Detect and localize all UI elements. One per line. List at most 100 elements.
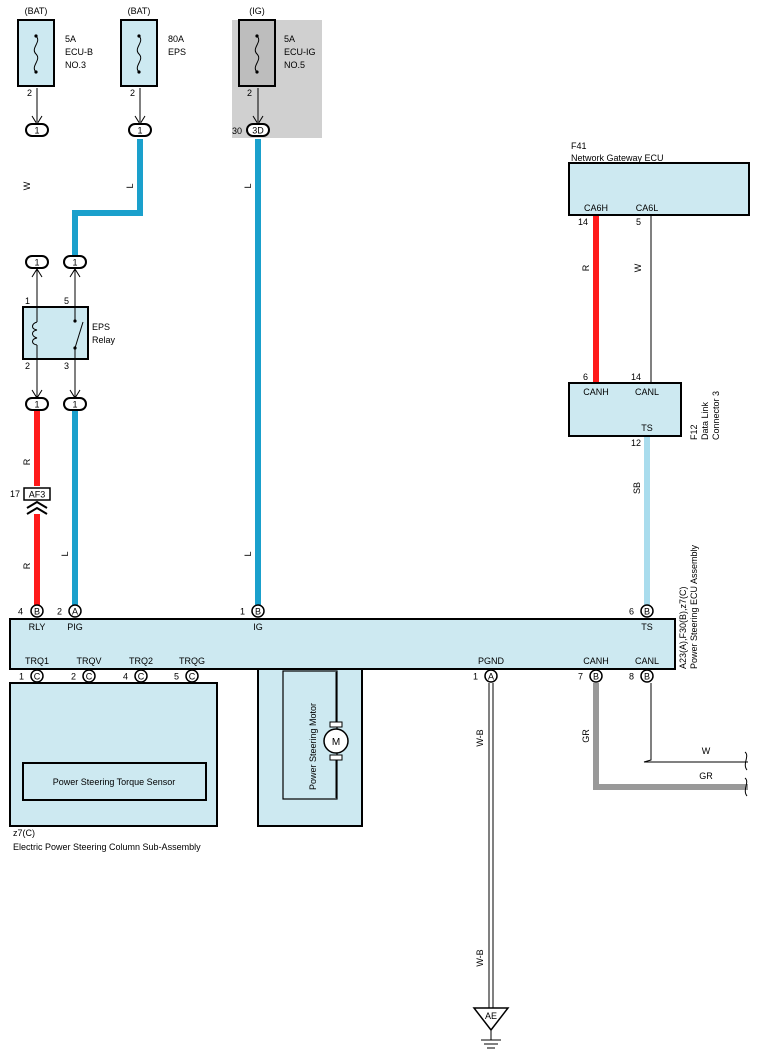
fuse3-name2: NO.5 — [284, 60, 305, 70]
wire-label-gr-out: GR — [699, 771, 713, 781]
wire-label-gr-1: GR — [581, 729, 591, 743]
svg-text:TRQG: TRQG — [179, 656, 205, 666]
wire-label-sb: SB — [632, 482, 642, 494]
dlc3-box — [568, 382, 682, 437]
svg-text:1: 1 — [473, 672, 478, 682]
dlc3-ts: TS — [641, 423, 653, 433]
fuse1-rating: 5A — [65, 34, 76, 44]
connector-af3-pin: 17 — [10, 489, 20, 499]
dlc3-pin-12: 12 — [631, 438, 641, 448]
dlc3-canh: CANH — [583, 387, 609, 397]
svg-text:TRQ1: TRQ1 — [25, 656, 49, 666]
svg-text:PIG: PIG — [67, 622, 83, 632]
relay-terminal-bottom-left: 1 — [25, 389, 49, 411]
break-mark-w — [744, 751, 748, 771]
relay-pin-2: 2 — [25, 361, 30, 371]
wire-label-l-3: L — [60, 551, 70, 556]
svg-text:1: 1 — [34, 400, 39, 410]
wire-label-wb-1: W-B — [475, 729, 485, 746]
svg-text:1: 1 — [34, 258, 39, 268]
ecu-pin-canl: CANL B 8 — [629, 656, 659, 683]
svg-text:2: 2 — [71, 672, 76, 682]
ecu-pin-ig: B 1 IG — [240, 604, 265, 632]
svg-text:B: B — [644, 672, 650, 682]
wire-label-w-1: W — [22, 181, 32, 190]
wire-label-r-3: R — [581, 264, 591, 271]
svg-text:AF3: AF3 — [29, 490, 46, 500]
ecu-ids: A23(A),F30(B),z7(C) — [678, 586, 688, 669]
svg-text:4: 4 — [123, 672, 128, 682]
relay-name: EPS — [92, 322, 110, 332]
dlc3-id: F12 — [689, 424, 699, 440]
svg-text:TS: TS — [641, 622, 653, 632]
wire-label-w-out: W — [702, 746, 711, 756]
dlc3-name: Data Link — [700, 401, 710, 440]
svg-text:1: 1 — [72, 258, 77, 268]
fuse3-pin: 2 — [247, 88, 252, 98]
svg-text:C: C — [86, 672, 93, 682]
relay-pin-5: 5 — [64, 296, 69, 306]
fuse1-source: (BAT) — [25, 6, 48, 16]
fuse2-name: EPS — [168, 47, 186, 57]
svg-text:8: 8 — [629, 672, 634, 682]
dlc3-pin-6: 6 — [583, 372, 588, 382]
ground-ae: AE — [472, 1007, 510, 1049]
wire-label-wb-2: W-B — [475, 949, 485, 966]
column-id: z7(C) — [13, 828, 35, 838]
fuse3-terminal-pin: 30 — [232, 126, 242, 136]
wire-label-w-2: W — [633, 263, 643, 272]
svg-text:CANL: CANL — [635, 656, 659, 666]
svg-text:C: C — [34, 672, 41, 682]
fuse-eps — [120, 19, 158, 87]
fuse2-pin: 2 — [130, 88, 135, 98]
gateway-pin-14: 14 — [578, 217, 588, 227]
relay-name2: Relay — [92, 335, 116, 345]
svg-text:1: 1 — [240, 607, 245, 617]
svg-text:C: C — [138, 672, 145, 682]
ecu-pin-rly: B 4 RLY — [18, 604, 45, 632]
wire-label-r-1: R — [22, 458, 32, 465]
terminal-fuse2: 1 — [128, 115, 152, 137]
svg-text:IG: IG — [253, 622, 263, 632]
wire-label-l-2: L — [243, 183, 253, 188]
connector-af3: AF3 — [23, 487, 51, 515]
svg-text:4: 4 — [18, 607, 23, 617]
gateway-name: Network Gateway ECU — [571, 153, 664, 163]
fuse3-name: ECU-IG — [284, 47, 316, 57]
svg-text:B: B — [255, 607, 261, 617]
wire-label-l-4: L — [243, 551, 253, 556]
svg-text:7: 7 — [578, 672, 583, 682]
svg-text:1: 1 — [34, 126, 39, 136]
relay-pin-1: 1 — [25, 296, 30, 306]
relay-terminal-bottom-right: 1 — [63, 389, 87, 411]
ecu-pin-pig: A 2 PIG — [57, 604, 83, 632]
column-assembly-box — [9, 682, 218, 827]
svg-text:3D: 3D — [252, 126, 264, 136]
svg-text:AE: AE — [485, 1011, 497, 1021]
dlc3-name2: Connector 3 — [711, 391, 721, 440]
relay-coil-icon — [32, 308, 38, 358]
svg-text:M: M — [332, 737, 340, 748]
svg-text:1: 1 — [19, 672, 24, 682]
fuse1-name2: NO.3 — [65, 60, 86, 70]
gateway-pin-ca6h: CA6H — [584, 203, 608, 213]
svg-text:CANH: CANH — [583, 656, 609, 666]
relay-terminal-top-right: 1 — [63, 255, 87, 278]
fuse-ecu-b — [17, 19, 55, 87]
gateway-ecu-box — [568, 162, 750, 216]
svg-text:TRQ2: TRQ2 — [129, 656, 153, 666]
svg-text:B: B — [34, 607, 40, 617]
dlc3-pin-14: 14 — [631, 372, 641, 382]
svg-text:TRQV: TRQV — [76, 656, 101, 666]
fuse2-rating: 80A — [168, 34, 184, 44]
fuse-ecu-ig — [238, 19, 276, 87]
ecu-pin-ts: B 6 TS — [629, 604, 654, 632]
relay-switch-icon — [73, 308, 84, 358]
dlc3-canl: CANL — [635, 387, 659, 397]
relay-pin-3: 3 — [64, 361, 69, 371]
svg-text:PGND: PGND — [478, 656, 505, 666]
wire-label-l-1: L — [125, 183, 135, 188]
fuse1-pin: 2 — [27, 88, 32, 98]
terminal-fuse1: 1 — [25, 115, 49, 137]
